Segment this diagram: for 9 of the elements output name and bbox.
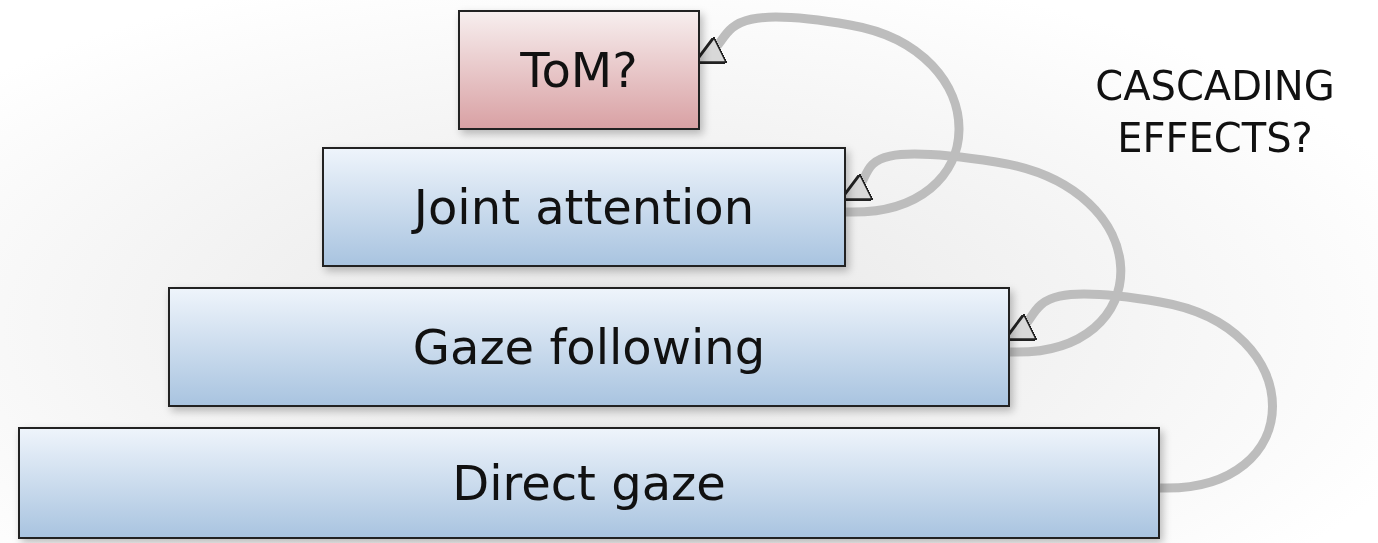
level-box bbox=[322, 147, 846, 267]
level-label: Gaze following bbox=[412, 319, 766, 375]
level-label: Joint attention bbox=[413, 179, 755, 235]
level-box bbox=[458, 10, 700, 130]
level-label: ToM? bbox=[520, 42, 638, 98]
level-label: Direct gaze bbox=[452, 455, 726, 511]
annotation-text: CASCADING EFFECTS? bbox=[1094, 62, 1336, 163]
level-box bbox=[168, 287, 1010, 407]
level-box bbox=[18, 427, 1160, 539]
